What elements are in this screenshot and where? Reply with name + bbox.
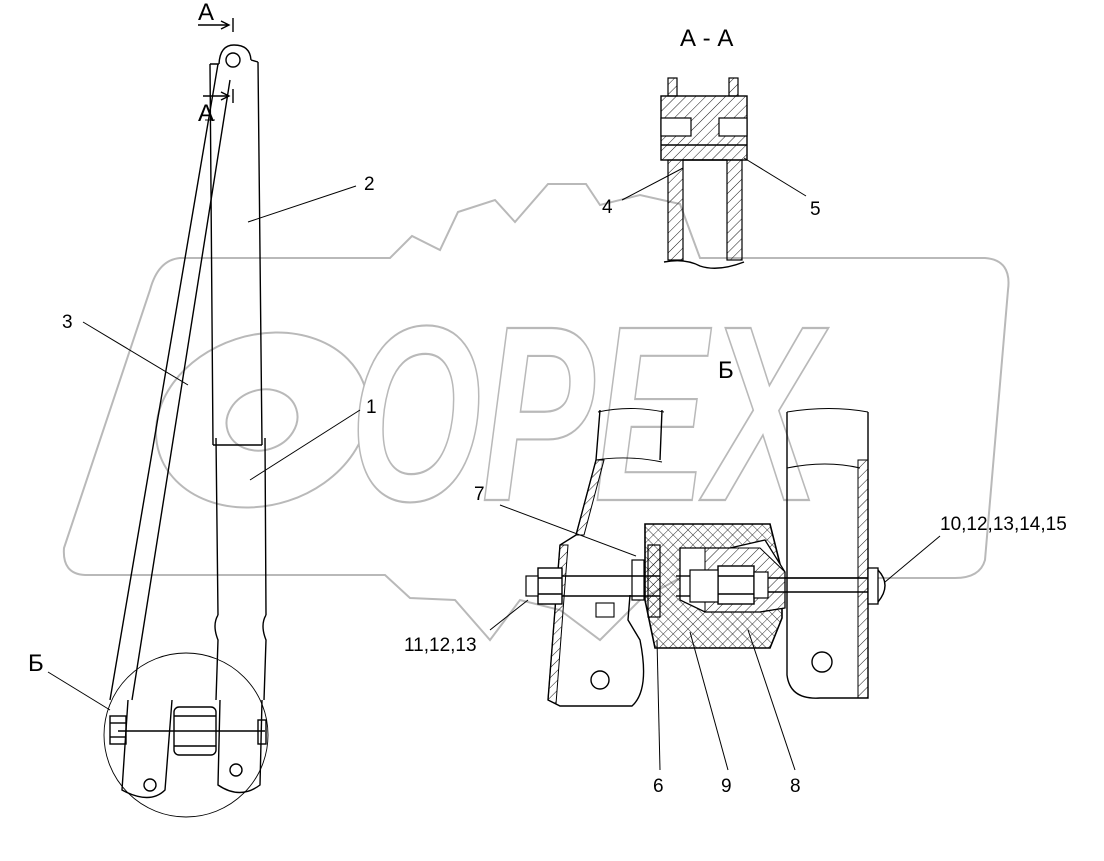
leader-b — [47, 671, 111, 711]
watermark-ring-outer — [154, 331, 370, 509]
section-mark-bottom: А — [198, 89, 234, 127]
callout-3: 3 — [62, 312, 73, 333]
detail-b-circle — [103, 652, 269, 818]
lever-top-eye — [225, 52, 241, 68]
callout-1: 1 — [366, 397, 377, 418]
leader-10 — [884, 535, 941, 583]
callout-4: 4 — [602, 197, 613, 218]
leader-lines — [47, 157, 941, 771]
svg-text:А: А — [198, 0, 214, 26]
detail-b-left-nut — [537, 567, 563, 605]
leader-9 — [689, 631, 729, 771]
main-lever-view: А А Б — [28, 0, 269, 818]
leader-5 — [743, 157, 807, 197]
leader-8 — [747, 629, 796, 771]
part-1-tube — [215, 437, 267, 616]
detail-b-view: Б — [525, 357, 886, 707]
section-aa-title: А - А — [680, 25, 733, 52]
detail-b-right-bolt-head — [877, 569, 886, 603]
lever-top-lug — [218, 44, 252, 65]
detail-b-left-hole — [590, 670, 610, 690]
detail-b-right-bracket — [786, 412, 869, 699]
detail-b-nut — [109, 715, 127, 745]
callout-8: 8 — [790, 776, 801, 797]
callout-7: 7 — [474, 484, 485, 505]
leader-7 — [499, 504, 637, 557]
svg-text:А: А — [198, 100, 214, 127]
callout-10: 10,12,13,14,15 — [940, 514, 1067, 535]
section-mark-top: А — [198, 0, 234, 32]
part-6-washer — [647, 544, 661, 618]
callout-labels: 2 3 1 4 5 7 11,12,13 10,12,13,14,15 6 9 … — [62, 174, 1067, 797]
callout-2: 2 — [364, 174, 375, 195]
watermark-ring-inner — [225, 388, 299, 452]
callout-5: 5 — [810, 199, 821, 220]
detail-b-right-hole — [811, 651, 833, 673]
callout-6: 6 — [653, 776, 664, 797]
detail-b-title: Б — [718, 357, 734, 384]
detail-b-center-nut — [717, 565, 755, 605]
leader-6 — [656, 639, 661, 771]
part-3-rod — [109, 63, 231, 701]
detail-b-contents — [109, 699, 267, 799]
leader-3 — [82, 321, 189, 386]
leader-4 — [621, 167, 684, 201]
section-aa-wall-right — [726, 159, 743, 261]
callout-9: 9 — [721, 776, 732, 797]
callout-11: 11,12,13 — [404, 635, 477, 656]
leader-2 — [247, 185, 357, 223]
leader-11 — [489, 599, 529, 631]
part-2-link — [209, 61, 263, 446]
section-aa-view: А - А — [660, 25, 748, 269]
detail-mark: Б — [28, 650, 44, 677]
leader-1 — [249, 409, 361, 481]
